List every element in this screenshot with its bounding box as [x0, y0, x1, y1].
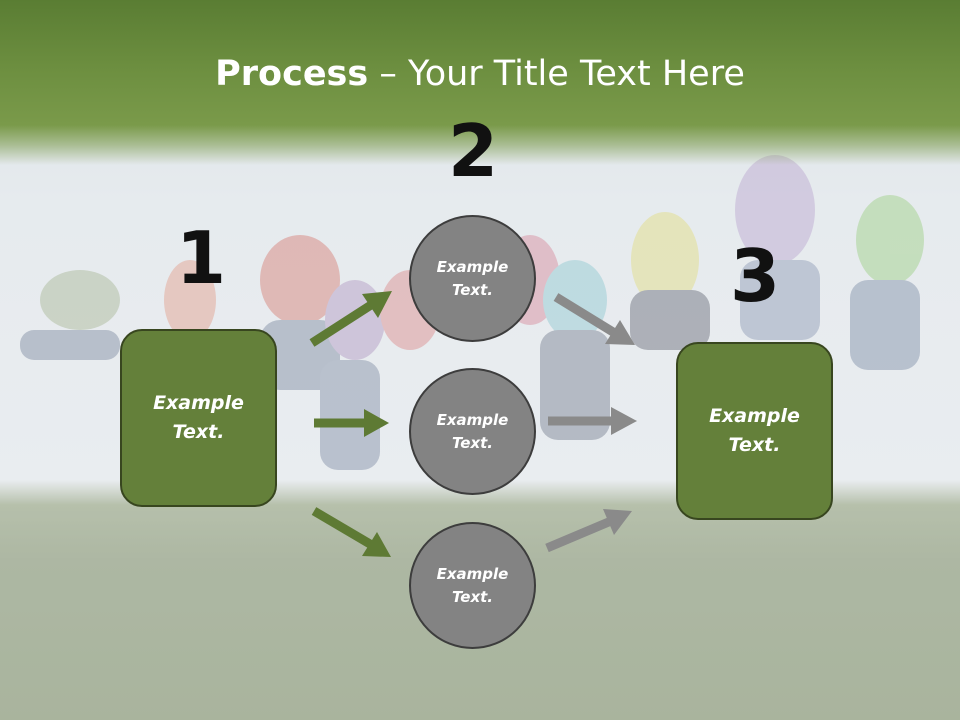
arrow-middle-to-right — [548, 407, 637, 435]
circle-middle-text: Example Text. — [436, 410, 509, 452]
arrow-bottom-to-right — [545, 509, 632, 553]
step-number-1: 1 — [176, 216, 227, 300]
process-box-start[interactable]: Example Text. — [120, 329, 277, 507]
title-rest: – Your Title Text Here — [368, 54, 745, 94]
box-start-text: Example Text. — [153, 392, 244, 443]
process-box-end[interactable]: Example Text. — [676, 342, 833, 520]
process-circle-middle[interactable]: Example Text. — [409, 368, 536, 495]
process-circle-bottom[interactable]: Example Text. — [409, 522, 536, 649]
box-end-text: Example Text. — [709, 405, 800, 456]
circle-bottom-text: Example Text. — [436, 564, 509, 606]
process-circle-top[interactable]: Example Text. — [409, 215, 536, 342]
arrow-left-to-bottom — [311, 507, 391, 557]
arrow-left-to-middle — [314, 409, 389, 437]
arrow-left-to-top — [309, 291, 392, 347]
slide-title[interactable]: Process – Your Title Text Here — [0, 52, 960, 96]
step-number-3: 3 — [730, 234, 781, 318]
step-number-2: 2 — [448, 109, 499, 193]
title-band — [0, 0, 960, 165]
title-bold-word: Process — [215, 54, 369, 94]
arrow-top-to-right — [553, 293, 635, 345]
circle-top-text: Example Text. — [436, 257, 509, 299]
